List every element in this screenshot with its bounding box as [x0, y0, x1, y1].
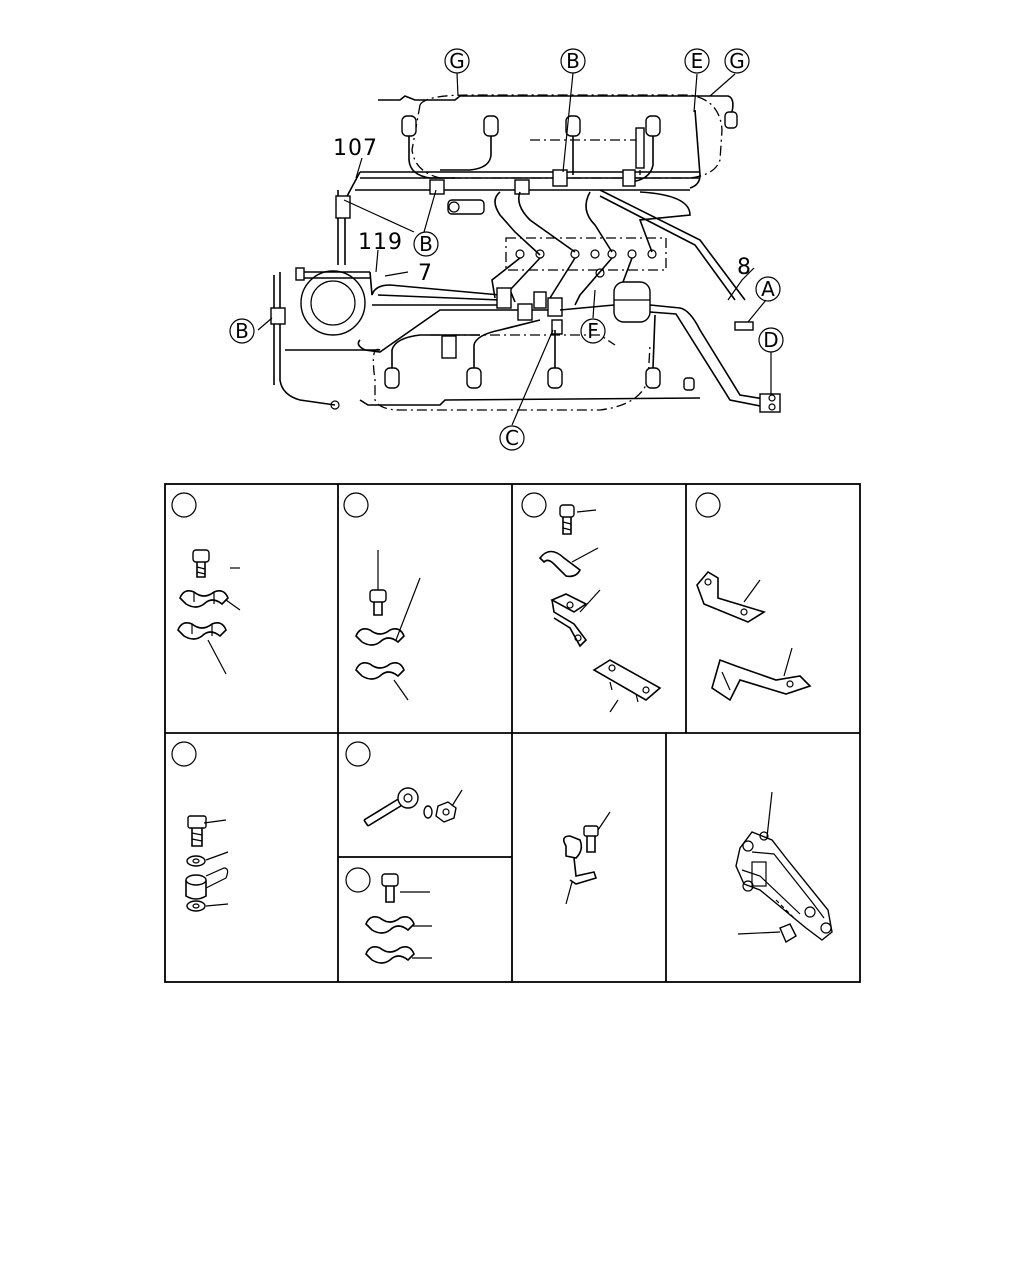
callout-b-left: B	[235, 319, 249, 343]
reservoir	[300, 270, 366, 336]
callout-a-right: A	[761, 277, 775, 301]
part-number-107: 107	[333, 136, 378, 161]
detail-ref-panel	[735, 791, 833, 944]
upper-injectors	[401, 111, 738, 137]
callout-g-top-right: G	[729, 49, 745, 73]
callout-c-bottom: C	[505, 426, 519, 450]
engine-assembly-drawing	[257, 72, 781, 426]
lower-injectors	[384, 367, 695, 391]
callout-e-top: E	[691, 49, 704, 73]
detail-grid	[164, 483, 861, 983]
callout-b-mid: B	[419, 232, 433, 256]
detail-d-panel	[695, 492, 812, 702]
detail-clip-panel	[562, 811, 611, 905]
detail-b-panel	[343, 492, 421, 701]
callout-d-right: D	[763, 328, 778, 352]
detail-e-panel	[171, 741, 229, 912]
callout-f-center: F	[587, 319, 599, 343]
callout-g-top-left: G	[449, 49, 465, 73]
detail-c-panel	[521, 492, 662, 713]
detail-f-panel	[345, 741, 463, 827]
detail-g-panel	[345, 867, 432, 964]
part-number-119: 119	[358, 230, 403, 255]
callout-b-top: B	[566, 49, 580, 73]
main-callouts: G B E G B B A D F C	[229, 48, 784, 451]
detail-a-panel	[171, 492, 241, 675]
part-number-8: 8	[737, 255, 752, 280]
main-part-numbers: 107 119 7 8	[333, 136, 752, 286]
part-number-7: 7	[418, 261, 433, 286]
fuel-filter	[613, 281, 651, 323]
